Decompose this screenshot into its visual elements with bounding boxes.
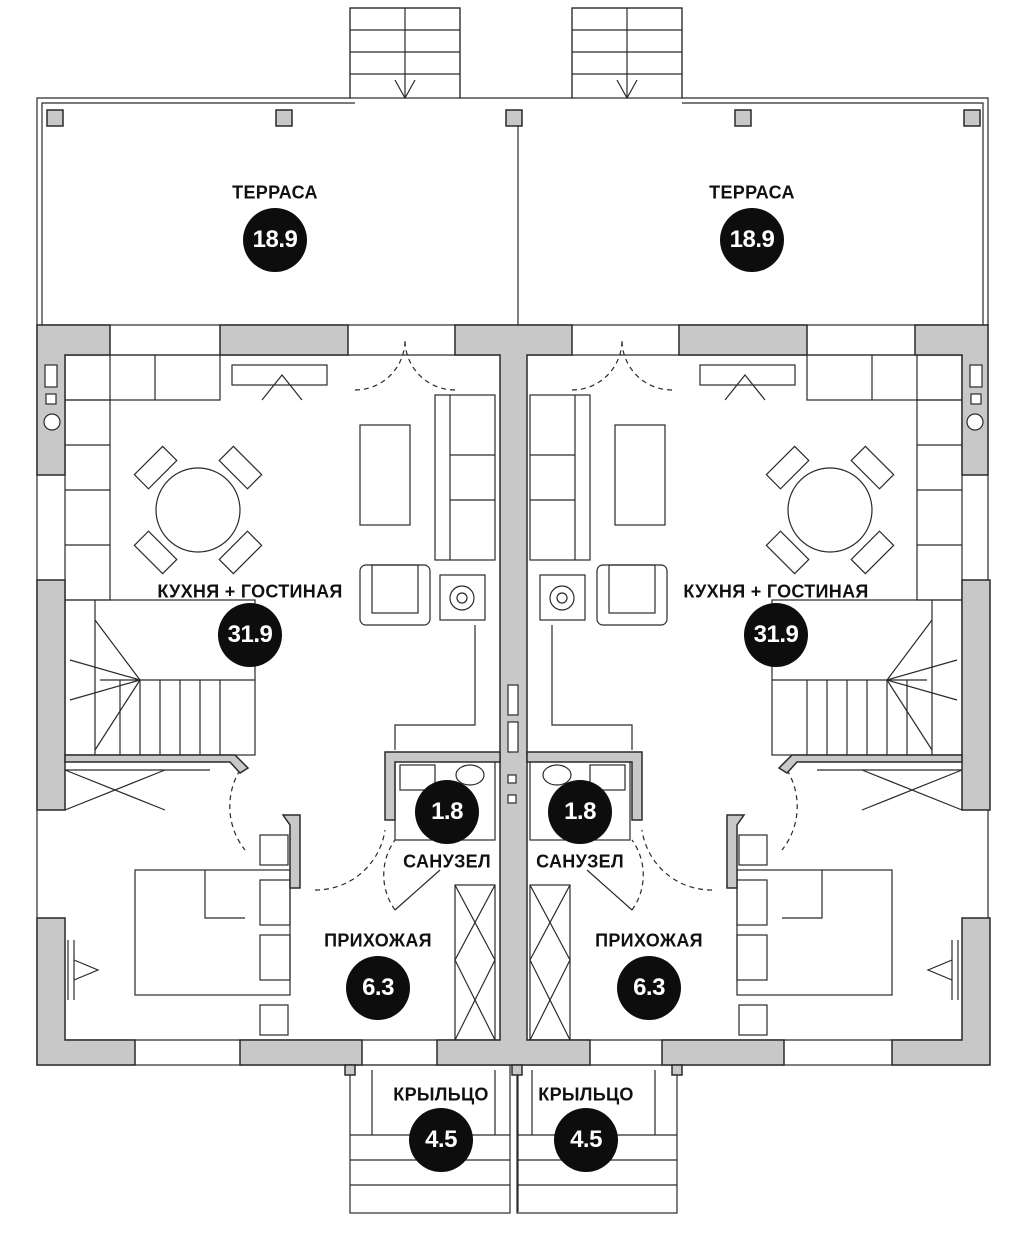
kitchen-right-label: КУХНЯ + ГОСТИНАЯ — [683, 581, 869, 602]
hall-right-area: 6.3 — [617, 956, 681, 1020]
bath-left-label: САНУЗЕЛ — [403, 851, 491, 872]
porch-left-area: 4.5 — [409, 1108, 473, 1172]
terrace-right-area: 18.9 — [720, 208, 784, 272]
terrace-left-area: 18.9 — [243, 208, 307, 272]
hall-left-label: ПРИХОЖАЯ — [324, 930, 432, 951]
top-stairs-right — [571, 7, 683, 100]
hall-left-area: 6.3 — [346, 956, 410, 1020]
kitchen-right-area: 31.9 — [744, 603, 808, 667]
bath-right-area: 1.8 — [548, 780, 612, 844]
porch-left-label: КРЫЛЬЦО — [393, 1084, 489, 1105]
porch-right-area: 4.5 — [554, 1108, 618, 1172]
top-stairs-left — [349, 7, 461, 100]
bath-right-label: САНУЗЕЛ — [536, 851, 624, 872]
hall-right-label: ПРИХОЖАЯ — [595, 930, 703, 951]
kitchen-left-label: КУХНЯ + ГОСТИНАЯ — [157, 581, 343, 602]
kitchen-left-area: 31.9 — [218, 603, 282, 667]
bath-left-area: 1.8 — [415, 780, 479, 844]
terrace-right-label: ТЕРРАСА — [709, 182, 795, 203]
stairs-left — [64, 599, 256, 811]
porch-right-label: КРЫЛЬЦО — [538, 1084, 634, 1105]
terrace-left-label: ТЕРРАСА — [232, 182, 318, 203]
